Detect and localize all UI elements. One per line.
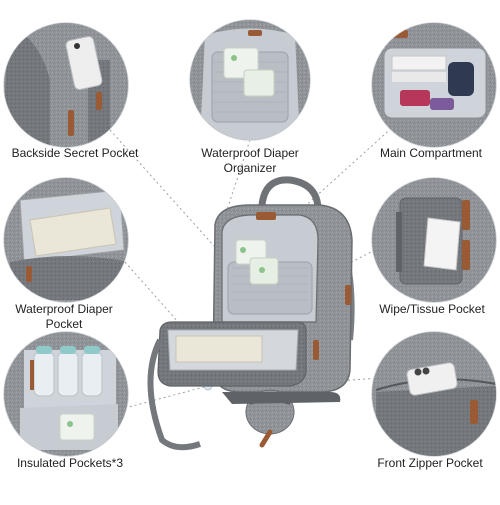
callout-label-line1: Waterproof Diaper [201, 146, 299, 160]
callout-label-line2: Pocket [45, 317, 83, 331]
callout-label: Wipe/Tissue Pocket [379, 302, 485, 316]
detail-main-compartment [371, 22, 497, 148]
callout-waterproof-diaper-pocket: Waterproof Diaper Pocket [0, 302, 128, 332]
callout-main-compartment: Main Compartment [362, 146, 500, 161]
detail-wipe-pocket [371, 177, 497, 303]
detail-diaper-pocket [3, 177, 129, 303]
detail-backside-pocket [3, 22, 129, 148]
detail-diaper-organizer [189, 19, 311, 141]
callout-waterproof-diaper-organizer: Waterproof Diaper Organizer [170, 146, 330, 176]
backpack-main [147, 176, 355, 451]
callout-label-line2: Organizer [223, 161, 277, 175]
detail-front-zipper-pocket [371, 331, 497, 457]
callout-backside-secret-pocket: Backside Secret Pocket [0, 146, 150, 161]
detail-insulated-pockets [3, 331, 129, 457]
callout-label: Backside Secret Pocket [11, 146, 139, 160]
callout-wipe-tissue-pocket: Wipe/Tissue Pocket [364, 302, 500, 317]
callout-label-line1: Waterproof Diaper [15, 302, 113, 316]
callout-front-zipper-pocket: Front Zipper Pocket [360, 456, 500, 471]
callout-label: Insulated Pockets*3 [16, 456, 124, 470]
callout-insulated-pockets: Insulated Pockets*3 [0, 456, 140, 471]
callout-label: Main Compartment [379, 146, 483, 160]
bottle-icon [33, 346, 55, 397]
callout-label: Front Zipper Pocket [377, 456, 483, 470]
